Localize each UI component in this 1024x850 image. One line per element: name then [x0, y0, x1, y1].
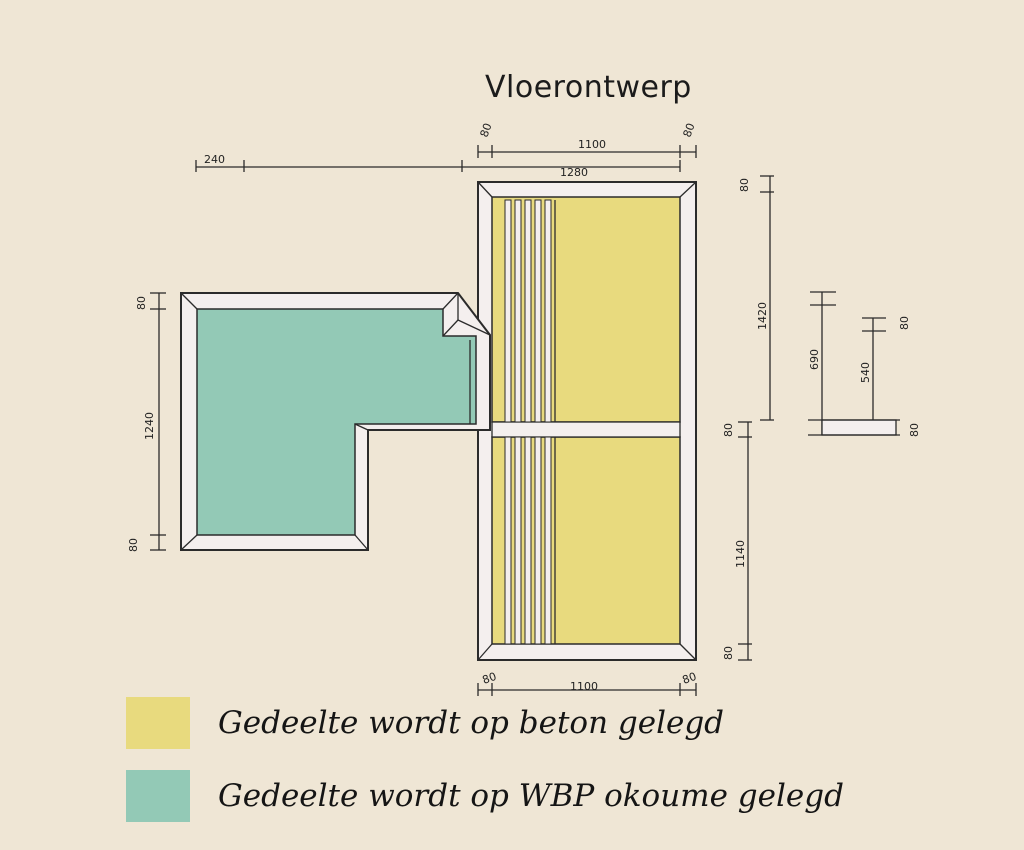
dim-left-80-bottom: 80: [127, 538, 140, 552]
dim-left-240: 240: [204, 153, 225, 166]
dim-left-1240: 1240: [143, 412, 156, 440]
legend-item-wbp: Gedeelte wordt op WBP okoume gelegd: [126, 770, 844, 822]
dim-right-690: 690: [808, 349, 821, 370]
dim-right-1420: 1420: [756, 302, 769, 330]
dim-bottom-80-left: 80: [481, 670, 499, 687]
lower-joists: [504, 436, 556, 645]
wbp-fill: [196, 308, 477, 536]
dimension-labels: 80 1100 80 1280 240 80 1420 690 540 80 8…: [127, 121, 921, 693]
dim-bottom-1100: 1100: [570, 680, 598, 693]
dim-right-80-top: 80: [738, 178, 751, 192]
legend-swatch-wbp: [126, 770, 190, 822]
upper-joists: [504, 199, 556, 423]
dim-right-80-c: 80: [908, 423, 921, 437]
dim-top-1100: 1100: [578, 138, 606, 151]
dim-top-1280: 1280: [560, 166, 588, 179]
legend-label-beton: Gedeelte wordt op beton gelegd: [218, 705, 725, 741]
middle-beam: [491, 421, 681, 438]
dim-right-1140: 1140: [734, 540, 747, 568]
dim-right-540: 540: [859, 362, 872, 383]
dim-top-80-right: 80: [681, 121, 698, 139]
dim-right-80-bottom: 80: [722, 646, 735, 660]
diagram-title: Vloerontwerp: [485, 70, 692, 105]
beton-upper-fill: [491, 196, 681, 423]
beton-lower-fill: [491, 436, 681, 645]
legend-item-beton: Gedeelte wordt op beton gelegd: [126, 697, 724, 749]
legend-swatch-beton: [126, 697, 190, 749]
dim-right-80-b: 80: [898, 316, 911, 330]
dim-bottom-80-right: 80: [681, 670, 699, 687]
dim-mid-80: 80: [722, 423, 735, 437]
dim-top-80-left: 80: [478, 121, 495, 139]
dim-left-80-top: 80: [135, 296, 148, 310]
legend-label-wbp: Gedeelte wordt op WBP okoume gelegd: [218, 778, 844, 814]
beton-area: [477, 181, 697, 661]
wbp-area: [180, 292, 491, 551]
dimension-lines: [150, 145, 900, 696]
